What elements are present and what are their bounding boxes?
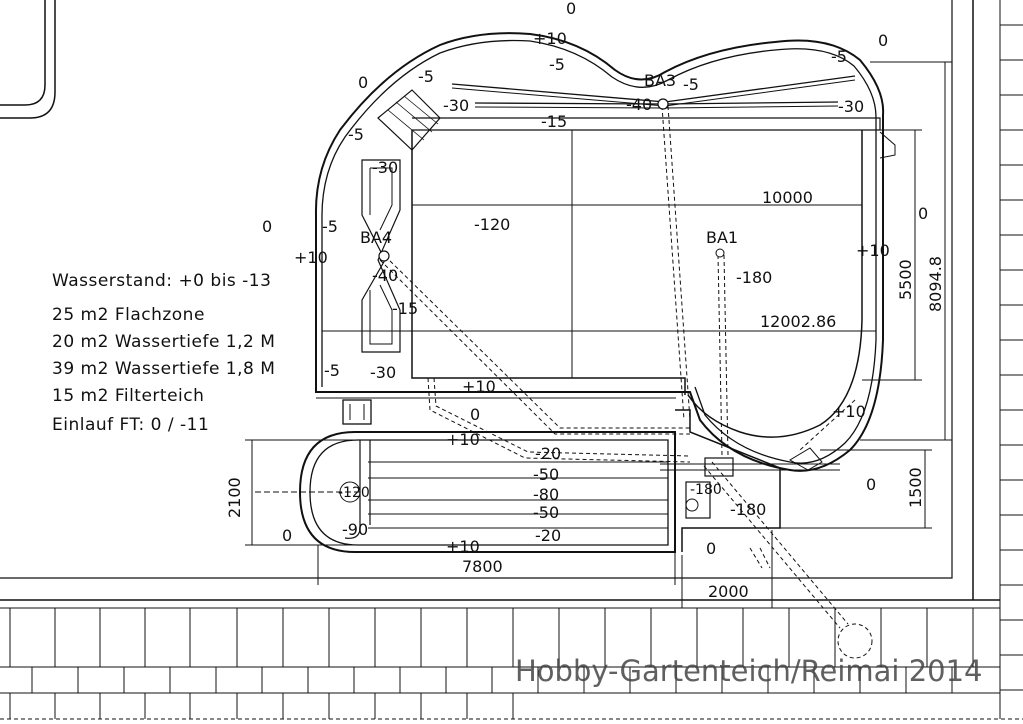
dim-width-total: 12002.86 — [760, 312, 836, 331]
depth-label: +10 — [294, 248, 328, 267]
legend-inlet: Einlauf FT: 0 / -11 — [52, 415, 209, 435]
depth-label: -180 — [690, 482, 722, 498]
dim-deep-height: 5500 — [896, 259, 915, 300]
legend: Wasserstand: +0 bis -13 25 m2 Flachzone … — [52, 271, 275, 435]
depth-label: -180 — [736, 268, 772, 287]
depth-label: -180 — [730, 500, 766, 519]
soakaway-shaft — [837, 623, 873, 659]
legend-shallow-zone: 25 m2 Flachzone — [52, 305, 205, 325]
drain-pipes — [379, 105, 856, 629]
legend-filter-pond: 15 m2 Filterteich — [52, 386, 204, 406]
depth-label: 0 — [282, 526, 292, 545]
depth-label: +10 — [856, 241, 890, 260]
depth-label: -30 — [372, 158, 398, 177]
ba3-drain-point — [657, 98, 669, 110]
dim-filter-height: 2100 — [225, 477, 244, 518]
label-ba3: BA3 — [644, 71, 676, 90]
depth-label: -5 — [418, 67, 434, 86]
depth-label: -30 — [838, 97, 864, 116]
ba4-drain-point — [378, 250, 390, 262]
ba1-drain-point — [715, 248, 725, 258]
depth-labels: 0 +10 -5 -5 -5 0 0 -5 -30 -40 -30 -15 -5… — [262, 0, 928, 558]
depth-label: 0 — [706, 539, 716, 558]
depth-label: +10 — [462, 377, 496, 396]
depth-label: 0 — [918, 204, 928, 223]
depth-label: -5 — [322, 217, 338, 236]
depth-label: -30 — [443, 96, 469, 115]
dim-pump-width: 2000 — [708, 582, 749, 601]
depth-label: 0 — [470, 405, 480, 424]
depth-label: -15 — [541, 112, 567, 131]
depth-label: -90 — [342, 520, 368, 539]
dim-pump-height: 1500 — [906, 467, 925, 508]
depth-label: +10 — [533, 29, 567, 48]
depth-label: +10 — [446, 430, 480, 449]
house-corner — [0, 0, 56, 119]
depth-label: -30 — [370, 363, 396, 382]
dim-total-height: 8094.8 — [926, 256, 945, 312]
legend-water-level: Wasserstand: +0 bis -13 — [52, 271, 271, 291]
depth-label: -40 — [372, 266, 398, 285]
depth-label: -15 — [392, 299, 418, 318]
depth-label: -5 — [348, 125, 364, 144]
watermark: Hobby-Gartenteich/Reimai 2014 — [515, 654, 983, 688]
depth-label: -5 — [683, 75, 699, 94]
depth-label: -80 — [533, 485, 559, 504]
depth-label: -40 — [626, 95, 652, 114]
depth-label: -120 — [338, 485, 370, 501]
label-ba4: BA4 — [360, 228, 392, 247]
depth-label: -5 — [831, 47, 847, 66]
depth-label: -50 — [533, 503, 559, 522]
depth-label: -50 — [533, 465, 559, 484]
depth-label: 0 — [866, 475, 876, 494]
dim-filter-length: 7800 — [462, 557, 503, 576]
legend-depth-1-8: 39 m2 Wassertiefe 1,8 M — [52, 359, 275, 379]
label-ba1: BA1 — [706, 228, 738, 247]
dim-width-deep: 10000 — [762, 188, 813, 207]
pond-outline — [314, 32, 896, 472]
depth-label: 0 — [878, 31, 888, 50]
depth-label: -5 — [549, 55, 565, 74]
depth-label: +10 — [832, 402, 866, 421]
depth-label: 0 — [262, 217, 272, 236]
depth-label: 0 — [566, 0, 576, 18]
depth-label: 0 — [358, 73, 368, 92]
dimension-labels: 10000 12002.86 7800 2000 5500 8094.8 150… — [225, 188, 945, 601]
depth-label: +10 — [446, 537, 480, 556]
depth-label: -20 — [535, 526, 561, 545]
legend-depth-1-2: 20 m2 Wassertiefe 1,2 M — [52, 332, 275, 352]
dimension-lines — [245, 61, 952, 608]
pump-chamber — [660, 409, 840, 552]
drain-labels: BA4 BA3 BA1 — [360, 71, 738, 247]
depth-label: -5 — [324, 361, 340, 380]
depth-label: -120 — [474, 215, 510, 234]
depth-label: -20 — [535, 444, 561, 463]
